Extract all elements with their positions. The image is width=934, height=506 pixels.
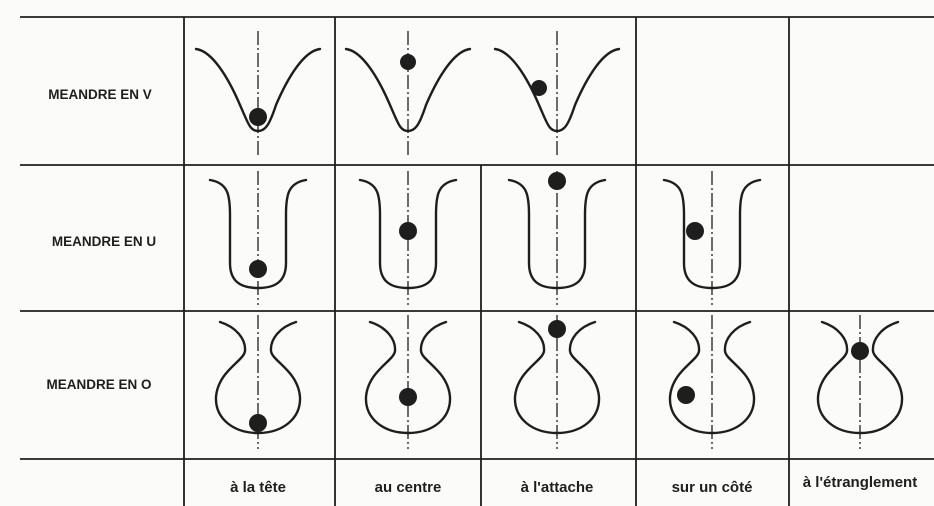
meander-figure: [509, 171, 605, 305]
meander-figure: [196, 31, 320, 155]
col-label-etranglement: à l'étranglement: [803, 474, 917, 491]
ball-centre: [399, 388, 417, 406]
meander-figure: [515, 315, 599, 449]
ball-attache: [548, 172, 566, 190]
ball-cote: [531, 80, 547, 96]
col-label-cote: sur un côté: [672, 479, 753, 496]
meander-figure: [664, 171, 760, 305]
meander-figure: [818, 315, 902, 449]
row-labels: MEANDRE EN V MEANDRE EN U MEANDRE EN O: [46, 87, 156, 392]
meander-figure: [210, 171, 306, 305]
col-label-tete: à la tête: [230, 479, 286, 496]
ball-attache: [400, 54, 416, 70]
meander-figure: [670, 315, 754, 449]
meander-figure: [346, 31, 470, 155]
row-label-u: MEANDRE EN U: [52, 234, 156, 249]
row-label-o: MEANDRE EN O: [46, 377, 151, 392]
table-grid: [20, 17, 934, 506]
ball-centre: [399, 222, 417, 240]
col-label-centre: au centre: [375, 479, 442, 496]
meander-figure: [216, 315, 300, 449]
meander-figure: [360, 171, 456, 305]
col-label-attache: à l'attache: [521, 479, 594, 496]
column-labels: à la tête au centre à l'attache sur un c…: [230, 474, 917, 496]
meander-figures: [196, 31, 902, 449]
ball-attache: [548, 320, 566, 338]
ball-tete: [249, 260, 267, 278]
row-label-v: MEANDRE EN V: [48, 87, 152, 102]
meander-figure: [366, 315, 450, 449]
ball-etranglement: [851, 342, 869, 360]
ball-cote: [686, 222, 704, 240]
ball-cote: [677, 386, 695, 404]
meander-figure: [495, 31, 619, 155]
ball-tete: [249, 414, 267, 432]
ball-tete: [249, 108, 267, 126]
